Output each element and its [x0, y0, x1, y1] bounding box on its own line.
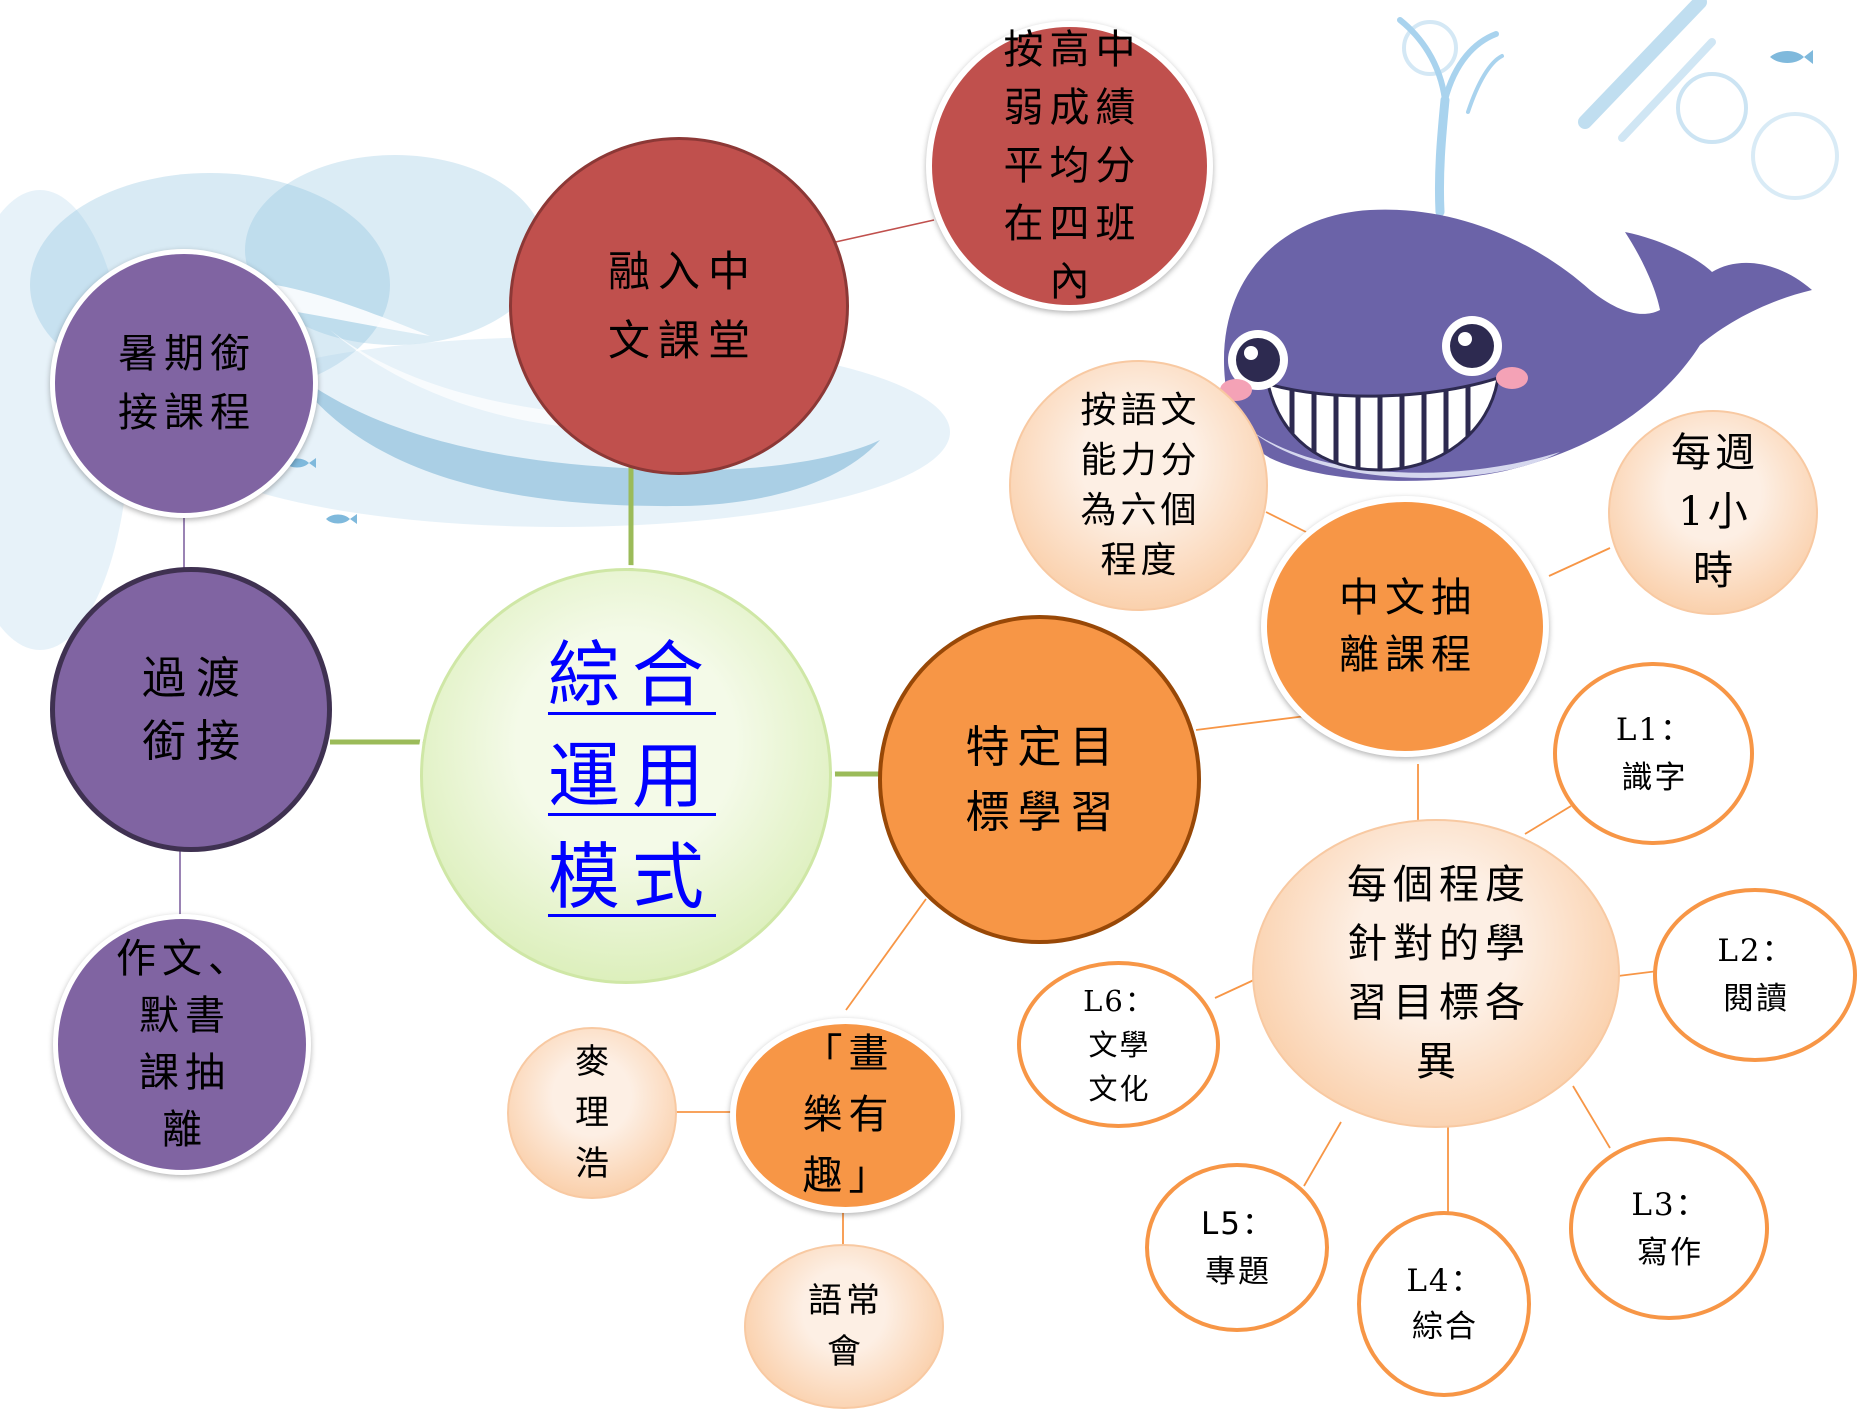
node-text-line: 內 — [1049, 259, 1096, 305]
node-text-line: 為六個 — [1080, 489, 1201, 531]
level-name: 寫作 — [1637, 1234, 1703, 1271]
connector-goals-l6 — [1214, 978, 1257, 999]
level-l4-node: L4： 綜合 — [1357, 1211, 1531, 1397]
node-text-line: 默書 — [139, 992, 231, 1039]
center-topic-node: 綜合 運用 模式 — [420, 568, 832, 984]
summer-bridging-node: 暑期銜 接課程 — [50, 249, 318, 518]
node-text-line: 離課程 — [1339, 631, 1477, 678]
level-code: L2： — [1717, 933, 1795, 969]
node-text-line: 按高中 — [1003, 27, 1142, 73]
node-text-line: 「畫 — [802, 1031, 895, 1077]
level-code: L4： — [1406, 1263, 1484, 1299]
center-topic-line: 綜合 — [547, 632, 716, 717]
node-text-line: 語常 — [808, 1280, 884, 1321]
fun-drawing-node: 「畫 樂有 趣」 — [730, 1018, 961, 1213]
connector-integration-detail — [830, 219, 935, 244]
level-name: 文化 — [1088, 1071, 1151, 1106]
level-goals-node: 每個程度 針對的學 習目標各 異 — [1252, 819, 1620, 1128]
node-text-line: 每個程度 — [1347, 861, 1531, 908]
node-text-line: 弱成績 — [1003, 85, 1142, 131]
node-text-line: 理 — [575, 1092, 611, 1133]
node-text-line: 麥 — [575, 1041, 611, 1082]
node-text-line: 接課程 — [118, 389, 256, 436]
level-name: 綜合 — [1412, 1309, 1478, 1345]
node-text-line: 融入中 — [607, 247, 758, 296]
level-name: 識字 — [1621, 759, 1688, 796]
connector-goals-l2 — [1617, 970, 1659, 977]
node-text-line: 針對的學 — [1347, 920, 1531, 967]
water-spout — [1397, 17, 1504, 217]
node-text-line: 1小 — [1678, 489, 1752, 535]
node-text-line: 在四班 — [1003, 201, 1142, 247]
node-text-line: 每週 — [1671, 430, 1759, 476]
node-text-line: 文課堂 — [607, 316, 758, 365]
level-l5-node: L5： 專題 — [1145, 1163, 1329, 1332]
connector-goals-l1 — [1524, 805, 1572, 835]
connector-goals-l3 — [1572, 1085, 1611, 1149]
connector-pullout-grouping — [1265, 511, 1309, 534]
node-text-line: 樂有 — [802, 1092, 895, 1138]
targeted-learning-node: 特定目 標學習 — [878, 615, 1201, 944]
node-text-line: 時 — [1693, 548, 1737, 594]
pullout-composition-node: 作文、 默書 課抽 離 — [53, 914, 311, 1175]
node-text-line: 程度 — [1100, 539, 1181, 581]
node-text-line: 中文抽 — [1339, 574, 1477, 621]
center-topic-link[interactable]: 綜合 運用 模式 — [536, 625, 716, 928]
level-l3-node: L3： 寫作 — [1569, 1137, 1769, 1320]
level-code: L1： — [1615, 711, 1694, 748]
node-text-line: 特定目 — [965, 721, 1122, 773]
whale-illustration — [1220, 209, 1812, 481]
integration-detail-node: 按高中 弱成績 平均分 在四班 內 — [926, 21, 1213, 311]
node-text-line: 趣」 — [802, 1153, 895, 1199]
node-text-line: 平均分 — [1003, 143, 1142, 189]
frequency-node: 每週 1小 時 — [1608, 410, 1818, 615]
sky-streaks — [1402, 0, 1839, 200]
level-l6-node: L6： 文學 文化 — [1017, 961, 1220, 1128]
center-topic-line: 運用 — [547, 733, 716, 818]
grouping-node: 按語文 能力分 為六個 程度 — [1009, 360, 1268, 611]
node-text-line: 離 — [162, 1106, 208, 1153]
connector-pullout-frequency — [1548, 547, 1611, 577]
chinese-pullout-node: 中文抽 離課程 — [1261, 496, 1549, 757]
node-text-line: 能力分 — [1080, 439, 1201, 481]
level-code: L3： — [1631, 1186, 1709, 1223]
node-text-line: 會 — [827, 1331, 865, 1372]
connector-targeted-chinese-pullout — [1195, 715, 1307, 731]
node-text-line: 標學習 — [965, 786, 1122, 838]
node-text-line: 異 — [1416, 1038, 1462, 1085]
integration-node: 融入中 文課堂 — [509, 137, 849, 475]
center-topic-line: 模式 — [547, 834, 716, 919]
level-name: 閱讀 — [1723, 981, 1789, 1017]
level-name: 文學 — [1088, 1027, 1151, 1062]
level-name: 專題 — [1205, 1253, 1271, 1290]
partner-node-1: 麥 理 浩 — [507, 1027, 677, 1199]
transition-node: 過渡 銜接 — [50, 567, 332, 852]
node-text-line: 習目標各 — [1347, 979, 1531, 1026]
node-text-line: 按語文 — [1080, 389, 1201, 431]
level-l1-node: L1： 識字 — [1553, 662, 1754, 845]
level-code: L5： — [1201, 1205, 1275, 1242]
node-text-line: 過渡 — [142, 652, 250, 704]
partner-node-2: 語常 會 — [744, 1244, 944, 1409]
node-text-line: 銜接 — [142, 715, 250, 767]
node-text-line: 浩 — [575, 1143, 611, 1184]
node-text-line: 課抽 — [139, 1049, 231, 1096]
level-l2-node: L2： 閱讀 — [1653, 888, 1857, 1062]
level-code: L6： — [1083, 983, 1156, 1018]
connector-targeted-fun-drawing — [845, 898, 927, 1011]
connector-goals-l5 — [1303, 1121, 1342, 1187]
node-text-line: 作文、 — [116, 935, 254, 982]
node-text-line: 暑期銜 — [118, 330, 256, 377]
